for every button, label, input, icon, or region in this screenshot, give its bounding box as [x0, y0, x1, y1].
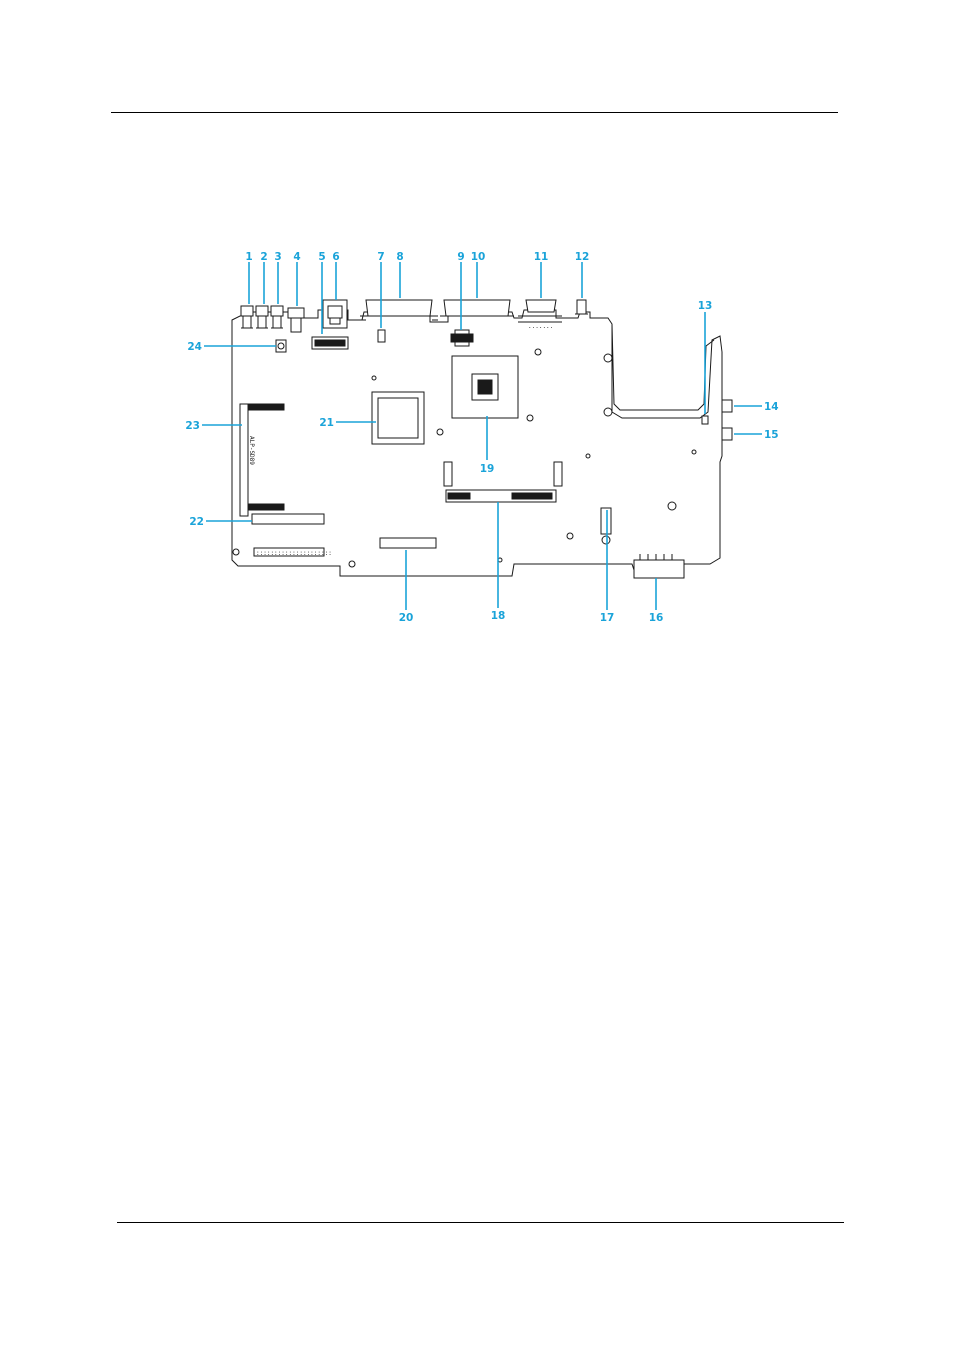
callout-13: 13 [698, 300, 713, 312]
connector-8 [360, 300, 438, 320]
svg-text:.......: ....... [528, 323, 553, 330]
connector-15 [722, 428, 732, 440]
sodimm-slot-18 [444, 462, 562, 502]
callout-23: 23 [185, 420, 200, 432]
callout-4: 4 [293, 251, 300, 263]
pcmcia-slot-23: ALP-SD89 [240, 404, 284, 516]
callout-14: 14 [764, 401, 779, 413]
connector-14 [722, 400, 732, 412]
callout-20: 20 [399, 612, 414, 624]
component-13 [702, 416, 708, 424]
pcb-outline [232, 310, 722, 576]
connector-17 [601, 508, 611, 544]
callout-3: 3 [274, 251, 281, 263]
callout-19: 19 [480, 463, 495, 475]
callout-22: 22 [189, 516, 204, 528]
svg-text:ALP-SD89: ALP-SD89 [248, 436, 255, 465]
chip-21 [372, 392, 424, 444]
callout-9: 9 [457, 251, 464, 263]
callout-24: 24 [187, 341, 202, 353]
callout-1: 1 [245, 251, 252, 263]
component-24 [276, 340, 286, 352]
footer-rule [117, 1222, 844, 1223]
connector-20 [380, 538, 436, 548]
jumper-7 [378, 330, 385, 342]
callout-7: 7 [377, 251, 384, 263]
rj-connector-6 [323, 300, 347, 328]
callout-11: 11 [534, 251, 549, 263]
vga-connector-11: ....... [518, 300, 562, 330]
header-5 [312, 337, 348, 349]
audio-jack-2 [256, 306, 268, 328]
audio-jack-3 [271, 306, 283, 328]
pcb-inner-edge [612, 324, 714, 410]
chip-9 [451, 330, 473, 346]
callout-18: 18 [491, 610, 506, 622]
callout-15: 15 [764, 429, 779, 441]
callout-21: 21 [319, 417, 334, 429]
connector-16 [634, 554, 684, 578]
callout-6: 6 [332, 251, 339, 263]
cpu-socket-19 [452, 356, 518, 418]
port-4 [288, 308, 304, 332]
callout-12: 12 [575, 251, 590, 263]
pin-header-bottom-left: ::::::::::::::::::::: [254, 548, 332, 557]
callout-5: 5 [318, 251, 325, 263]
connector-12 [575, 300, 588, 314]
callout-2: 2 [260, 251, 267, 263]
callout-16: 16 [649, 612, 664, 624]
audio-jack-1 [241, 306, 253, 328]
svg-text::::::::::::::::::::::: ::::::::::::::::::::: [256, 550, 332, 557]
callout-10: 10 [471, 251, 486, 263]
connector-22 [252, 514, 324, 524]
callout-17: 17 [600, 612, 615, 624]
callout-8: 8 [396, 251, 403, 263]
connector-10 [440, 300, 514, 316]
